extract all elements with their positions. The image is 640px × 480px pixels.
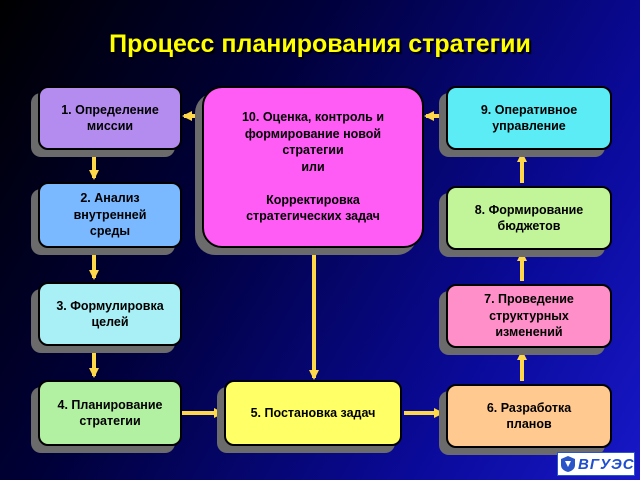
box-structural-changes: 7. Проведение структурных изменений xyxy=(446,284,612,348)
box-internal-analysis: 2. Анализ внутренней среды xyxy=(38,182,182,248)
box-operational-management: 9. Оперативное управление xyxy=(446,86,612,150)
diagram-title: Процесс планирования стратегии xyxy=(109,30,531,58)
emblem-icon xyxy=(560,454,576,474)
box-strategy-planning: 4. Планирование стратегии xyxy=(38,380,182,446)
box-plan-development: 6. Разработка планов xyxy=(446,384,612,448)
box-mission-definition: 1. Определение миссии xyxy=(38,86,182,150)
box-task-setting: 5. Постановка задач xyxy=(224,380,402,446)
university-logo: ВГУЭС xyxy=(557,452,635,476)
box-goal-formulation: 3. Формулировка целей xyxy=(38,282,182,346)
box-budget-formation: 8. Формирование бюджетов xyxy=(446,186,612,250)
logo-text: ВГУЭС xyxy=(578,455,635,473)
box-evaluation-control: 10. Оценка, контроль и формирование ново… xyxy=(202,86,424,248)
